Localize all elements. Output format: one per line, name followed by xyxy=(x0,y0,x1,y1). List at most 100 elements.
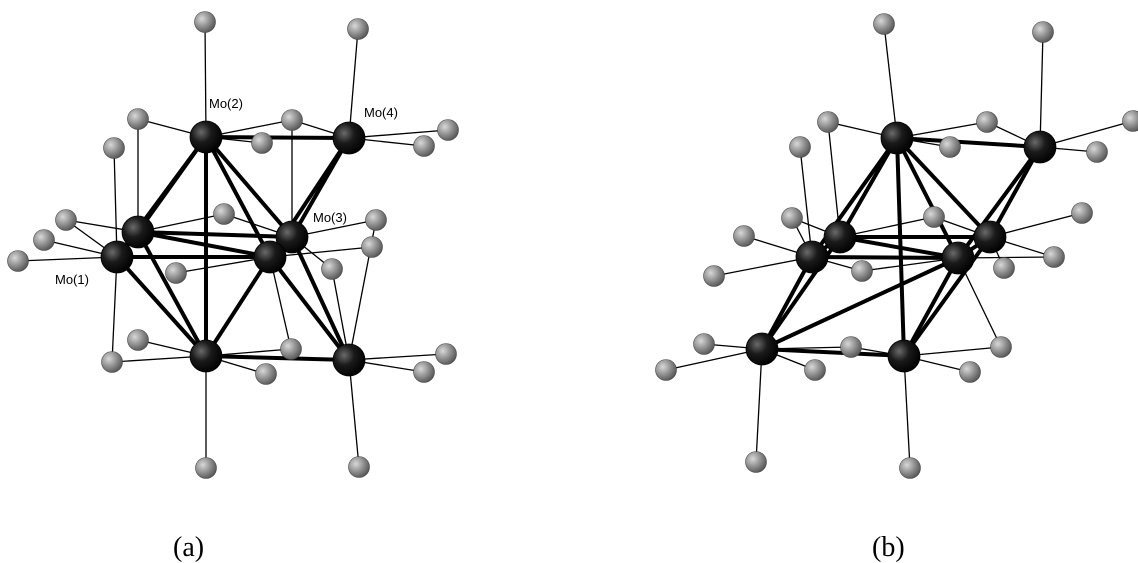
a-ligand-atom-12 xyxy=(165,262,187,284)
panel-a-ligand-bonds xyxy=(17,21,449,468)
b-mo-mo-bond-15 xyxy=(902,256,960,358)
a-mo-atom-7 xyxy=(332,343,366,377)
b-mo-atom-6 xyxy=(745,332,779,366)
b-mo-mo-bond-13 xyxy=(760,255,814,351)
b-ligand-atom-19 xyxy=(804,359,826,381)
a-mo-atom-1 xyxy=(332,121,366,155)
b-ligand-atom-9 xyxy=(781,207,803,229)
b-ligand-atom-1 xyxy=(1032,21,1054,43)
a-ligand-atom-21 xyxy=(413,361,435,383)
a-ligand-atom-5 xyxy=(251,132,273,154)
b-mo-mo-bond-11 xyxy=(902,235,992,358)
b-ligand-atom-11 xyxy=(703,265,725,287)
a-mo-mo-bond-4 xyxy=(204,135,272,259)
a-ligand-atom-7 xyxy=(413,135,435,157)
a-ligand-atom-14 xyxy=(361,236,383,258)
a-mo-mo-bond-7 xyxy=(136,230,294,239)
a-mo-mo-bond-14 xyxy=(204,255,272,358)
b-ligand-bond-27 xyxy=(755,348,763,463)
a-mo-atom-2 xyxy=(121,215,155,249)
b-mo-mo-bond-5 xyxy=(988,145,1042,239)
b-mo-atom-0 xyxy=(880,121,914,155)
b-ligand-atom-13 xyxy=(1071,202,1093,224)
a-mo-mo-bond-16 xyxy=(204,354,351,362)
a-ligand-atom-8 xyxy=(213,203,235,225)
a-mo-atom-6 xyxy=(189,339,223,373)
panel-b-structure: (b) xyxy=(655,13,1138,563)
b-mo-mo-bond-18 xyxy=(895,136,906,358)
b-ligand-bond-31 xyxy=(903,355,911,469)
a-mo-mo-bond-15 xyxy=(268,255,351,362)
b-ligand-atom-23 xyxy=(899,457,921,479)
a-ligand-atom-23 xyxy=(348,456,370,478)
b-ligand-atom-4 xyxy=(976,111,998,133)
b-mo-atom-1 xyxy=(1023,130,1057,164)
b-ligand-bond-18 xyxy=(713,256,813,277)
b-mo-mo-bond-6 xyxy=(956,145,1042,260)
a-ligand-bond-21 xyxy=(269,246,373,258)
a-ligand-bond-4 xyxy=(348,28,359,139)
b-ligand-bond-15 xyxy=(799,146,813,258)
a-ligand-atom-11 xyxy=(7,250,29,272)
a-ligand-atom-6 xyxy=(437,119,459,141)
b-mo-atom-2 xyxy=(823,220,857,254)
b-ligand-atom-16 xyxy=(693,333,715,355)
b-ligand-atom-6 xyxy=(1122,110,1138,132)
b-ligand-atom-20 xyxy=(990,336,1012,358)
a-ligand-atom-18 xyxy=(280,338,302,360)
a-ligand-atom-1 xyxy=(347,18,369,40)
a-ligand-bond-5 xyxy=(348,129,449,139)
b-ligand-atom-12 xyxy=(851,260,873,282)
a-ligand-atom-4 xyxy=(281,109,303,131)
a-ligand-bond-0 xyxy=(204,21,207,138)
a-mo-mo-bond-9 xyxy=(136,230,208,358)
a-ligand-atom-20 xyxy=(435,343,457,365)
label-mo1: Mo(1) xyxy=(55,272,89,287)
a-ligand-bond-18 xyxy=(17,256,118,262)
panel-a-atoms xyxy=(7,11,459,479)
b-ligand-atom-22 xyxy=(745,451,767,473)
label-mo4: Mo(4) xyxy=(364,105,398,120)
b-mo-mo-bond-2 xyxy=(895,136,992,239)
a-ligand-bond-15 xyxy=(113,147,118,258)
a-mo-atom-3 xyxy=(275,220,309,254)
a-ligand-bond-19 xyxy=(111,256,118,363)
b-ligand-atom-21 xyxy=(959,361,981,383)
caption-a: (a) xyxy=(173,532,204,563)
b-ligand-atom-18 xyxy=(840,336,862,358)
a-mo-mo-bond-2 xyxy=(204,135,294,239)
a-ligand-atom-13 xyxy=(365,209,387,231)
b-mo-mo-bond-14 xyxy=(760,256,960,351)
a-mo-mo-bond-13 xyxy=(115,255,208,358)
b-mo-mo-bond-16 xyxy=(760,347,906,358)
a-mo-mo-bond-0 xyxy=(204,135,351,140)
label-mo2: Mo(2) xyxy=(209,96,243,111)
b-mo-atom-7 xyxy=(887,339,921,373)
b-ligand-bond-4 xyxy=(1039,31,1044,148)
panel-b-metal-bonds xyxy=(760,136,1042,358)
a-mo-mo-bond-11 xyxy=(290,235,351,362)
caption-b: (b) xyxy=(872,532,905,563)
b-ligand-atom-7 xyxy=(1086,141,1108,163)
b-mo-mo-bond-12 xyxy=(810,255,960,260)
b-ligand-atom-5 xyxy=(939,136,961,158)
b-ligand-bond-0 xyxy=(883,23,898,139)
label-mo3: Mo(3) xyxy=(313,210,347,225)
b-ligand-atom-14 xyxy=(1043,246,1065,268)
a-mo-atom-4 xyxy=(100,240,134,274)
a-ligand-atom-9 xyxy=(55,209,77,231)
b-mo-atom-3 xyxy=(973,220,1007,254)
a-mo-atom-0 xyxy=(189,120,223,154)
b-ligand-atom-15 xyxy=(993,257,1015,279)
a-ligand-atom-15 xyxy=(321,258,343,280)
b-mo-atom-4 xyxy=(795,240,829,274)
b-ligand-atom-10 xyxy=(733,225,755,247)
a-ligand-atom-16 xyxy=(127,329,149,351)
a-ligand-atom-22 xyxy=(195,457,217,479)
b-ligand-atom-0 xyxy=(873,13,895,35)
a-mo-atom-5 xyxy=(253,240,287,274)
a-ligand-bond-30 xyxy=(348,359,360,468)
a-ligand-atom-0 xyxy=(194,11,216,33)
panel-b-atoms xyxy=(655,13,1138,479)
